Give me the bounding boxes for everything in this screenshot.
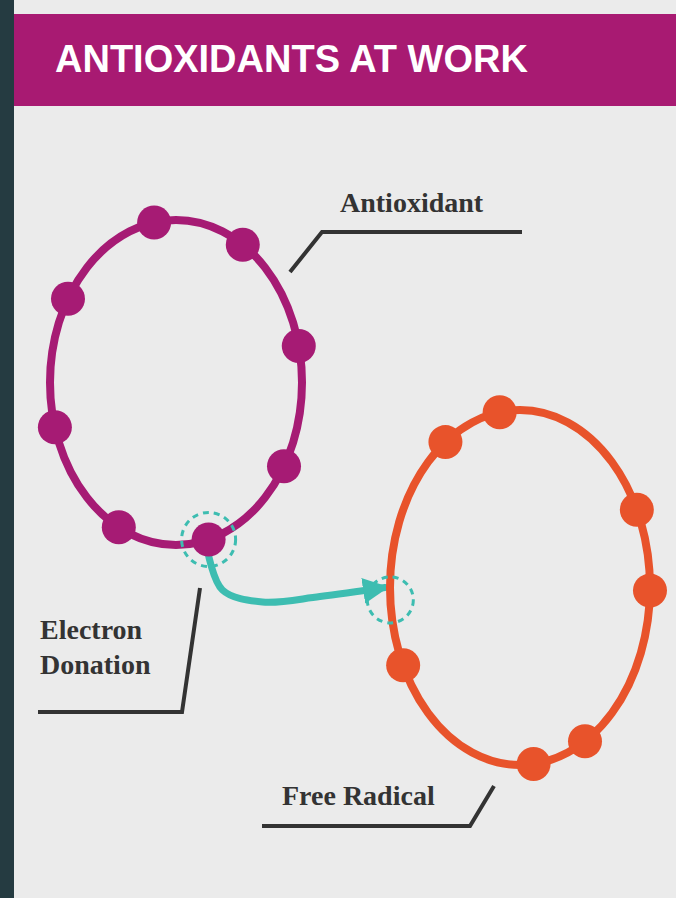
electron-dot [102,510,136,544]
ring [390,410,650,765]
electron-dot [226,228,260,262]
electron-dot [137,205,171,239]
callout-label: Electron Donation [40,612,200,682]
molecule-outline [45,215,307,550]
electron-dot [51,282,85,316]
molecule-outline [385,405,655,770]
electron-dot [192,522,226,556]
node-label: Free Radical [282,778,435,813]
electron-transfer-arrow [207,550,385,602]
electron-dot [38,410,72,444]
electron-dot [386,648,420,682]
electron-dot [428,425,462,459]
electron-dot [282,329,316,363]
highlight-circle [182,512,236,566]
ring [50,220,302,545]
electron-dot [620,493,654,527]
molecule-ring: Free Radical [385,405,655,770]
electron-dot [568,724,602,758]
highlight-circle [367,577,413,623]
molecule-ring: Antioxidant [45,215,307,550]
title: ANTIOXIDANTS AT WORK [55,38,528,81]
electron-dot [633,574,667,608]
leader-line [290,232,522,272]
electron-dot [267,449,301,483]
electron-dot [483,395,517,429]
background-panel [14,0,676,898]
electron-dot [517,747,551,781]
leader-line [38,588,200,712]
node-label: Antioxidant [340,185,483,220]
